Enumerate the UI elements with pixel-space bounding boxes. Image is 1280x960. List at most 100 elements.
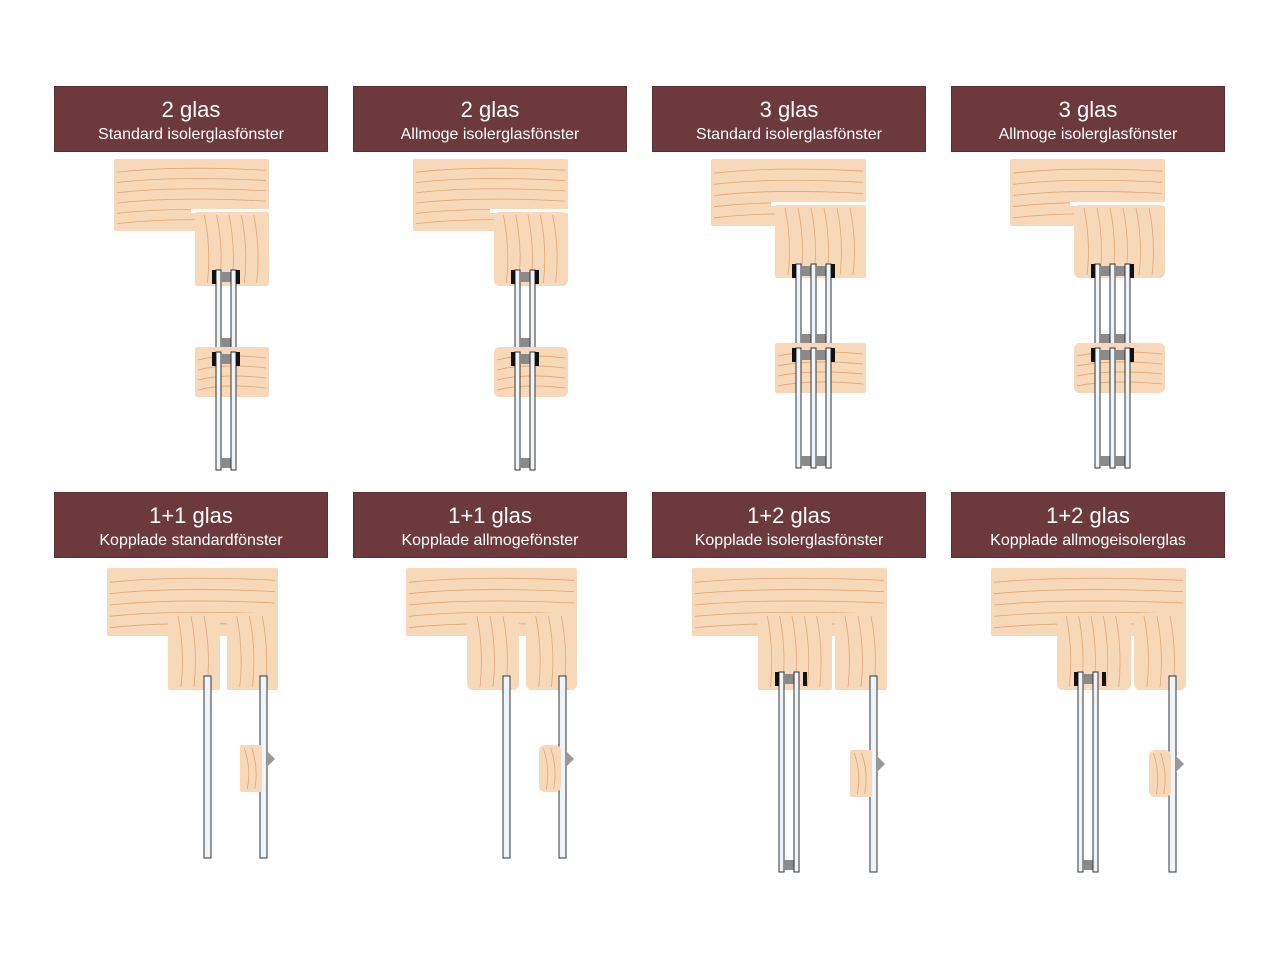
window-section-drawing — [413, 159, 574, 471]
window-section-drawing — [114, 159, 275, 471]
glass-pane — [1124, 347, 1131, 469]
window-section-drawing — [107, 568, 278, 859]
seal — [511, 352, 515, 366]
seal — [511, 270, 515, 284]
glass-pane — [1109, 347, 1116, 469]
seal — [1102, 672, 1106, 686]
glass-pane — [1094, 347, 1101, 469]
window-section-drawing — [1010, 159, 1171, 469]
glass-pane — [778, 671, 785, 873]
frame-gap — [1070, 202, 1171, 206]
seal — [1091, 348, 1095, 362]
spacer — [1100, 334, 1110, 344]
panel-title: 1+2 glas — [747, 503, 831, 528]
frame-gap — [771, 202, 872, 206]
spacer — [816, 266, 826, 276]
seal — [535, 352, 539, 366]
panel-subtitle: Kopplade allmogeisolerglas — [990, 532, 1186, 549]
spacer — [784, 860, 794, 870]
glass-pane — [795, 347, 802, 469]
panel-subtitle: Kopplade allmogefönster — [401, 532, 579, 549]
spacer — [801, 266, 811, 276]
glass-pane — [203, 675, 212, 859]
spacer — [1115, 266, 1125, 276]
inner-sash-profile — [168, 613, 220, 690]
seal — [1130, 348, 1134, 362]
spacer — [1100, 350, 1110, 360]
glass-pane — [1094, 263, 1101, 347]
spacer — [816, 350, 826, 360]
glazing-bead-wedge — [877, 756, 885, 772]
glass-pane — [1109, 263, 1116, 347]
spacer — [221, 272, 231, 282]
panel-subtitle: Kopplade standardfönster — [99, 532, 283, 549]
spacer — [520, 338, 530, 348]
spacer — [1100, 456, 1110, 466]
seal — [1091, 264, 1095, 278]
panel-title: 2 glas — [460, 97, 520, 122]
glass-pane — [793, 671, 800, 873]
seal — [831, 348, 835, 362]
outer-sash-profile — [227, 613, 278, 690]
seal — [212, 270, 216, 284]
glass-pane — [230, 269, 237, 351]
glass-pane — [1077, 671, 1084, 873]
glass-pane — [825, 347, 832, 469]
outer-sash-profile — [835, 613, 887, 690]
sash-profile — [195, 212, 269, 286]
seal — [236, 270, 240, 284]
spacer — [1115, 456, 1125, 466]
glass-pane — [502, 675, 511, 859]
panel-title: 2 glas — [161, 97, 221, 122]
spacer — [801, 350, 811, 360]
panel-title: 3 glas — [759, 97, 819, 122]
outer-sash-profile — [1134, 613, 1186, 690]
seal — [792, 348, 796, 362]
window-section-drawing — [692, 568, 887, 873]
sash-profile — [775, 205, 866, 278]
glass-pane — [529, 269, 536, 351]
seal — [1130, 264, 1134, 278]
glazing-bead — [240, 745, 262, 792]
spacer — [520, 272, 530, 282]
glazing-bead — [539, 745, 561, 792]
panel-subtitle: Kopplade isolerglasfönster — [694, 532, 884, 549]
glass-pane — [1092, 671, 1099, 873]
outer-sash-profile — [526, 613, 577, 690]
spacer — [1115, 334, 1125, 344]
panel-title: 1+1 glas — [448, 503, 532, 528]
glazing-bead-wedge — [566, 751, 574, 767]
window-section-drawing — [991, 568, 1186, 873]
glazing-bead-wedge — [267, 751, 275, 767]
panel-title: 1+1 glas — [149, 503, 233, 528]
spacer — [801, 334, 811, 344]
panel-subtitle: Allmoge isolerglasfönster — [400, 126, 580, 143]
spacer — [801, 456, 811, 466]
spacer — [1083, 674, 1093, 684]
seal — [1074, 672, 1078, 686]
seal — [803, 672, 807, 686]
spacer — [221, 458, 231, 468]
spacer — [1115, 350, 1125, 360]
frame-gap — [490, 209, 574, 213]
panel-subtitle: Standard isolerglasfönster — [696, 126, 882, 143]
seal — [792, 264, 796, 278]
spacer — [784, 674, 794, 684]
seal — [775, 672, 779, 686]
glass-pane — [514, 351, 521, 471]
spacer — [221, 354, 231, 364]
glass-pane — [529, 351, 536, 471]
spacer — [816, 456, 826, 466]
window-section-drawing — [406, 568, 577, 859]
